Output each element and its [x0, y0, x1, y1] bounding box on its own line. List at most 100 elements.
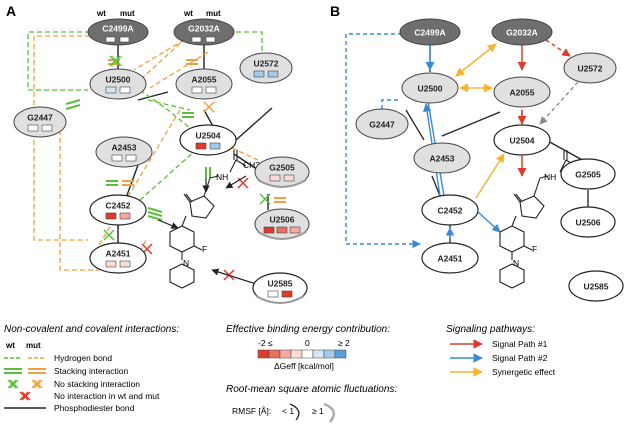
- legend-energy-tick-max: ≥ 2: [338, 338, 350, 348]
- mut-header-1: mut: [120, 9, 135, 18]
- node-b-a2451: A2451: [421, 242, 479, 274]
- stacking-a2453-c2452-orange: [122, 180, 134, 186]
- stacking-markers: [65, 59, 286, 221]
- energy-scale-swatch: [268, 349, 281, 359]
- ligand-nh-b: NH: [544, 172, 556, 182]
- node-a-c2499a-label: C2499A: [102, 23, 133, 33]
- linezolid-structure-a: [169, 149, 247, 289]
- node-b-c2499a: C2499A: [399, 18, 461, 46]
- panel-b-nodes: C2499A G2032A U2572 U2500 A2055 G2447 U2…: [355, 18, 624, 302]
- node-a-g2032a-label: G2032A: [188, 23, 220, 33]
- node-a-u2504: U2504: [179, 124, 237, 156]
- panel-a-label: A: [6, 3, 16, 19]
- node-b-g2447: G2447: [355, 108, 409, 140]
- no-stacking-a2055-orange: [203, 101, 215, 113]
- energy-scale-swatch: [301, 349, 314, 359]
- node-a-a2453-label: A2453: [111, 142, 136, 152]
- node-a-c2499a: C2499A: [87, 18, 149, 46]
- node-a-a2451: A2451: [89, 242, 147, 274]
- energy-scale-swatch: [323, 349, 336, 359]
- node-a-g2505-label: G2505: [269, 162, 295, 172]
- node-a-u2500: U2500: [89, 68, 147, 100]
- stacking-a2055-orange: [186, 59, 198, 65]
- ligand-nh-a: NH: [216, 172, 228, 182]
- panel-a-edges: [27, 31, 273, 271]
- node-a-u2504-label: U2504: [195, 130, 220, 140]
- ligand-ch3-a: CH3: [243, 160, 260, 170]
- stacking-g2447-u2500: [65, 99, 81, 110]
- node-b-a2451-label: A2451: [437, 253, 462, 263]
- legend-rmsf-high: ≥ 1: [312, 406, 324, 416]
- legend-energy-unit: ΔGeff [kcal/mol]: [274, 361, 334, 371]
- ligand-f-a: F: [202, 244, 207, 254]
- mut-header-2: mut: [206, 9, 221, 18]
- wt-header-2: wt: [183, 9, 193, 18]
- node-a-g2447: G2447: [13, 106, 67, 138]
- legend-rmsf: Root-mean square atomic fluctuations: RM…: [226, 384, 397, 423]
- legend-energy-tick-min: -2 ≤: [258, 338, 273, 348]
- ligand-f-b: F: [532, 244, 537, 254]
- legend-item-0: Hydrogen bond: [54, 353, 112, 363]
- node-b-u2504: U2504: [493, 124, 551, 156]
- node-a-u2500-label: U2500: [105, 74, 130, 84]
- node-a-u2585: U2585: [252, 272, 308, 304]
- no-stacking-c2499a-green: [109, 55, 123, 67]
- legend-energy: Effective binding energy contribution: -…: [226, 324, 390, 371]
- node-b-g2505: G2505: [560, 158, 616, 190]
- ligand-n-a: N: [183, 258, 189, 268]
- energy-scale-swatch: [290, 349, 303, 359]
- no-stacking-g2505-u2506-green: [259, 193, 271, 205]
- node-b-g2505-label: G2505: [575, 169, 601, 179]
- panel-a-nodes: C2499A G2032A U2572 U2500 A2055 G2447: [13, 18, 310, 304]
- node-b-c2452: C2452: [421, 194, 479, 226]
- legend-signal-3: Synergetic effect: [492, 367, 556, 377]
- node-a-a2453: A2453: [95, 136, 153, 168]
- legend-item-2: No stacking interaction: [54, 379, 140, 389]
- energy-color-scale: [257, 349, 347, 359]
- legend-energy-tick-zero: 0: [305, 338, 310, 348]
- node-a-c2452: C2452: [89, 194, 147, 226]
- panel-b-label: B: [330, 3, 340, 19]
- node-b-u2585: U2585: [568, 270, 624, 302]
- node-a-c2452-label: C2452: [105, 200, 130, 210]
- node-a-u2572: U2572: [239, 52, 293, 84]
- legend-signaling-title: Signaling pathways:: [446, 324, 535, 335]
- legend-signaling: Signaling pathways: Signal Path #1 Signa…: [446, 324, 556, 377]
- node-a-g2447-label: G2447: [27, 112, 53, 122]
- no-interaction-markers: [141, 177, 249, 281]
- node-b-g2032a-label: G2032A: [506, 27, 538, 37]
- legend-signal-2: Signal Path #2: [492, 353, 548, 363]
- node-a-u2506: U2506: [254, 208, 310, 240]
- legend-item-1: Stacking interaction: [54, 366, 128, 376]
- legend-item-3: No interaction in wt and mut: [54, 391, 160, 401]
- stacking-c2452-ligand-green: [147, 207, 163, 221]
- legend-signal-1: Signal Path #1: [492, 339, 548, 349]
- legend-rmsf-low: < 1: [282, 406, 294, 416]
- node-b-a2453-label: A2453: [429, 153, 454, 163]
- legend-mut: mut: [26, 341, 41, 350]
- legend-rmsf-label: RMSF [Å]:: [232, 406, 271, 416]
- node-a-u2572-label: U2572: [253, 58, 278, 68]
- no-stacking-markers: [103, 55, 271, 241]
- node-b-u2572-label: U2572: [577, 63, 602, 73]
- node-b-u2500: U2500: [401, 72, 459, 104]
- node-b-u2500-label: U2500: [417, 83, 442, 93]
- node-b-u2572: U2572: [563, 52, 617, 84]
- node-a-u2585-label: U2585: [267, 278, 292, 288]
- node-b-u2506-label: U2506: [575, 217, 600, 227]
- energy-scale-swatch: [334, 349, 347, 359]
- stacking-a2055-u2504-green: [182, 112, 194, 118]
- node-a-g2505: G2505: [254, 156, 310, 188]
- node-a-a2451-label: A2451: [105, 248, 130, 258]
- legend-energy-title: Effective binding energy contribution:: [226, 324, 390, 335]
- legend-interactions: Non-covalent and covalent interactions: …: [4, 324, 179, 413]
- wt-header-1: wt: [96, 9, 106, 18]
- legend-item-4: Phosphodiester bond: [54, 403, 135, 413]
- legend-interactions-title: Non-covalent and covalent interactions:: [4, 324, 179, 335]
- node-b-a2055-label: A2055: [509, 87, 534, 97]
- legend-rmsf-title: Root-mean square atomic fluctuations:: [226, 384, 397, 395]
- energy-scale-swatch: [312, 349, 325, 359]
- node-b-c2452-label: C2452: [437, 205, 462, 215]
- no-stacking-a2451-green: [103, 229, 115, 241]
